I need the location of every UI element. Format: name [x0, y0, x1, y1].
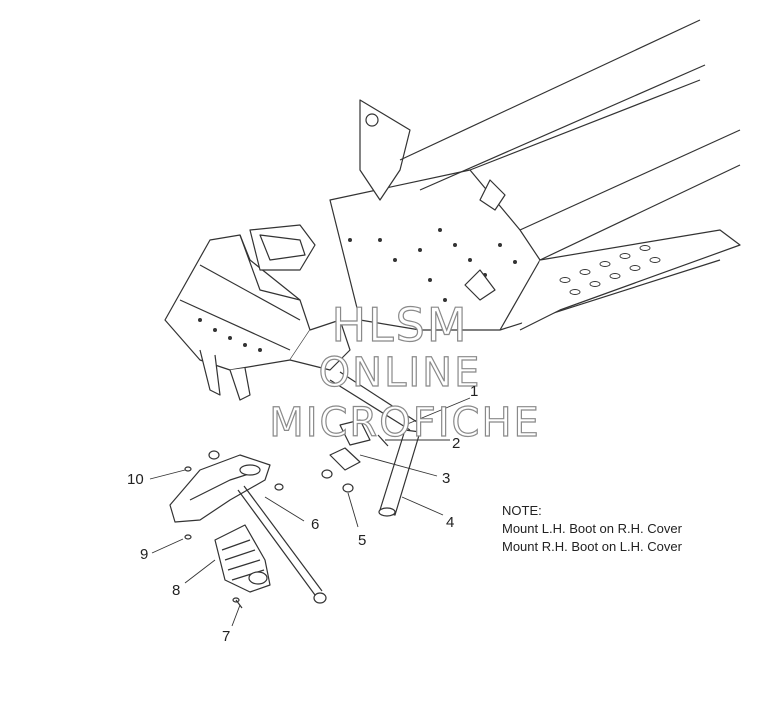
callout-9: 9 [140, 546, 149, 563]
chassis-frame [329, 19, 741, 331]
watermark-line-2: ONLINE [318, 349, 482, 396]
callout-6: 6 [311, 516, 320, 533]
callout-2: 2 [452, 435, 461, 452]
boot-cover [169, 450, 284, 523]
callout-10: 10 [127, 471, 144, 488]
callout-1: 1 [470, 383, 479, 400]
bushing-clamp [321, 419, 389, 493]
callout-4: 4 [446, 514, 455, 531]
note-line-2: Mount R.H. Boot on L.H. Cover [502, 539, 682, 554]
front-cradle [164, 224, 351, 401]
tie-rod [237, 485, 327, 604]
mounting-note: NOTE: Mount L.H. Boot on R.H. Cover Moun… [502, 502, 682, 556]
screws [184, 466, 243, 609]
callout-8: 8 [172, 582, 181, 599]
callout-7: 7 [222, 628, 231, 645]
note-line-1: Mount L.H. Boot on R.H. Cover [502, 521, 682, 536]
rubber-boot [214, 524, 271, 593]
leader-lines [149, 397, 471, 627]
callout-5: 5 [358, 532, 367, 549]
callout-3: 3 [442, 470, 451, 487]
watermark-line-3: MICROFICHE [269, 399, 541, 446]
watermark-line-1: HLSM [331, 297, 469, 352]
steering-tube [329, 371, 421, 517]
note-heading: NOTE: [502, 503, 542, 518]
